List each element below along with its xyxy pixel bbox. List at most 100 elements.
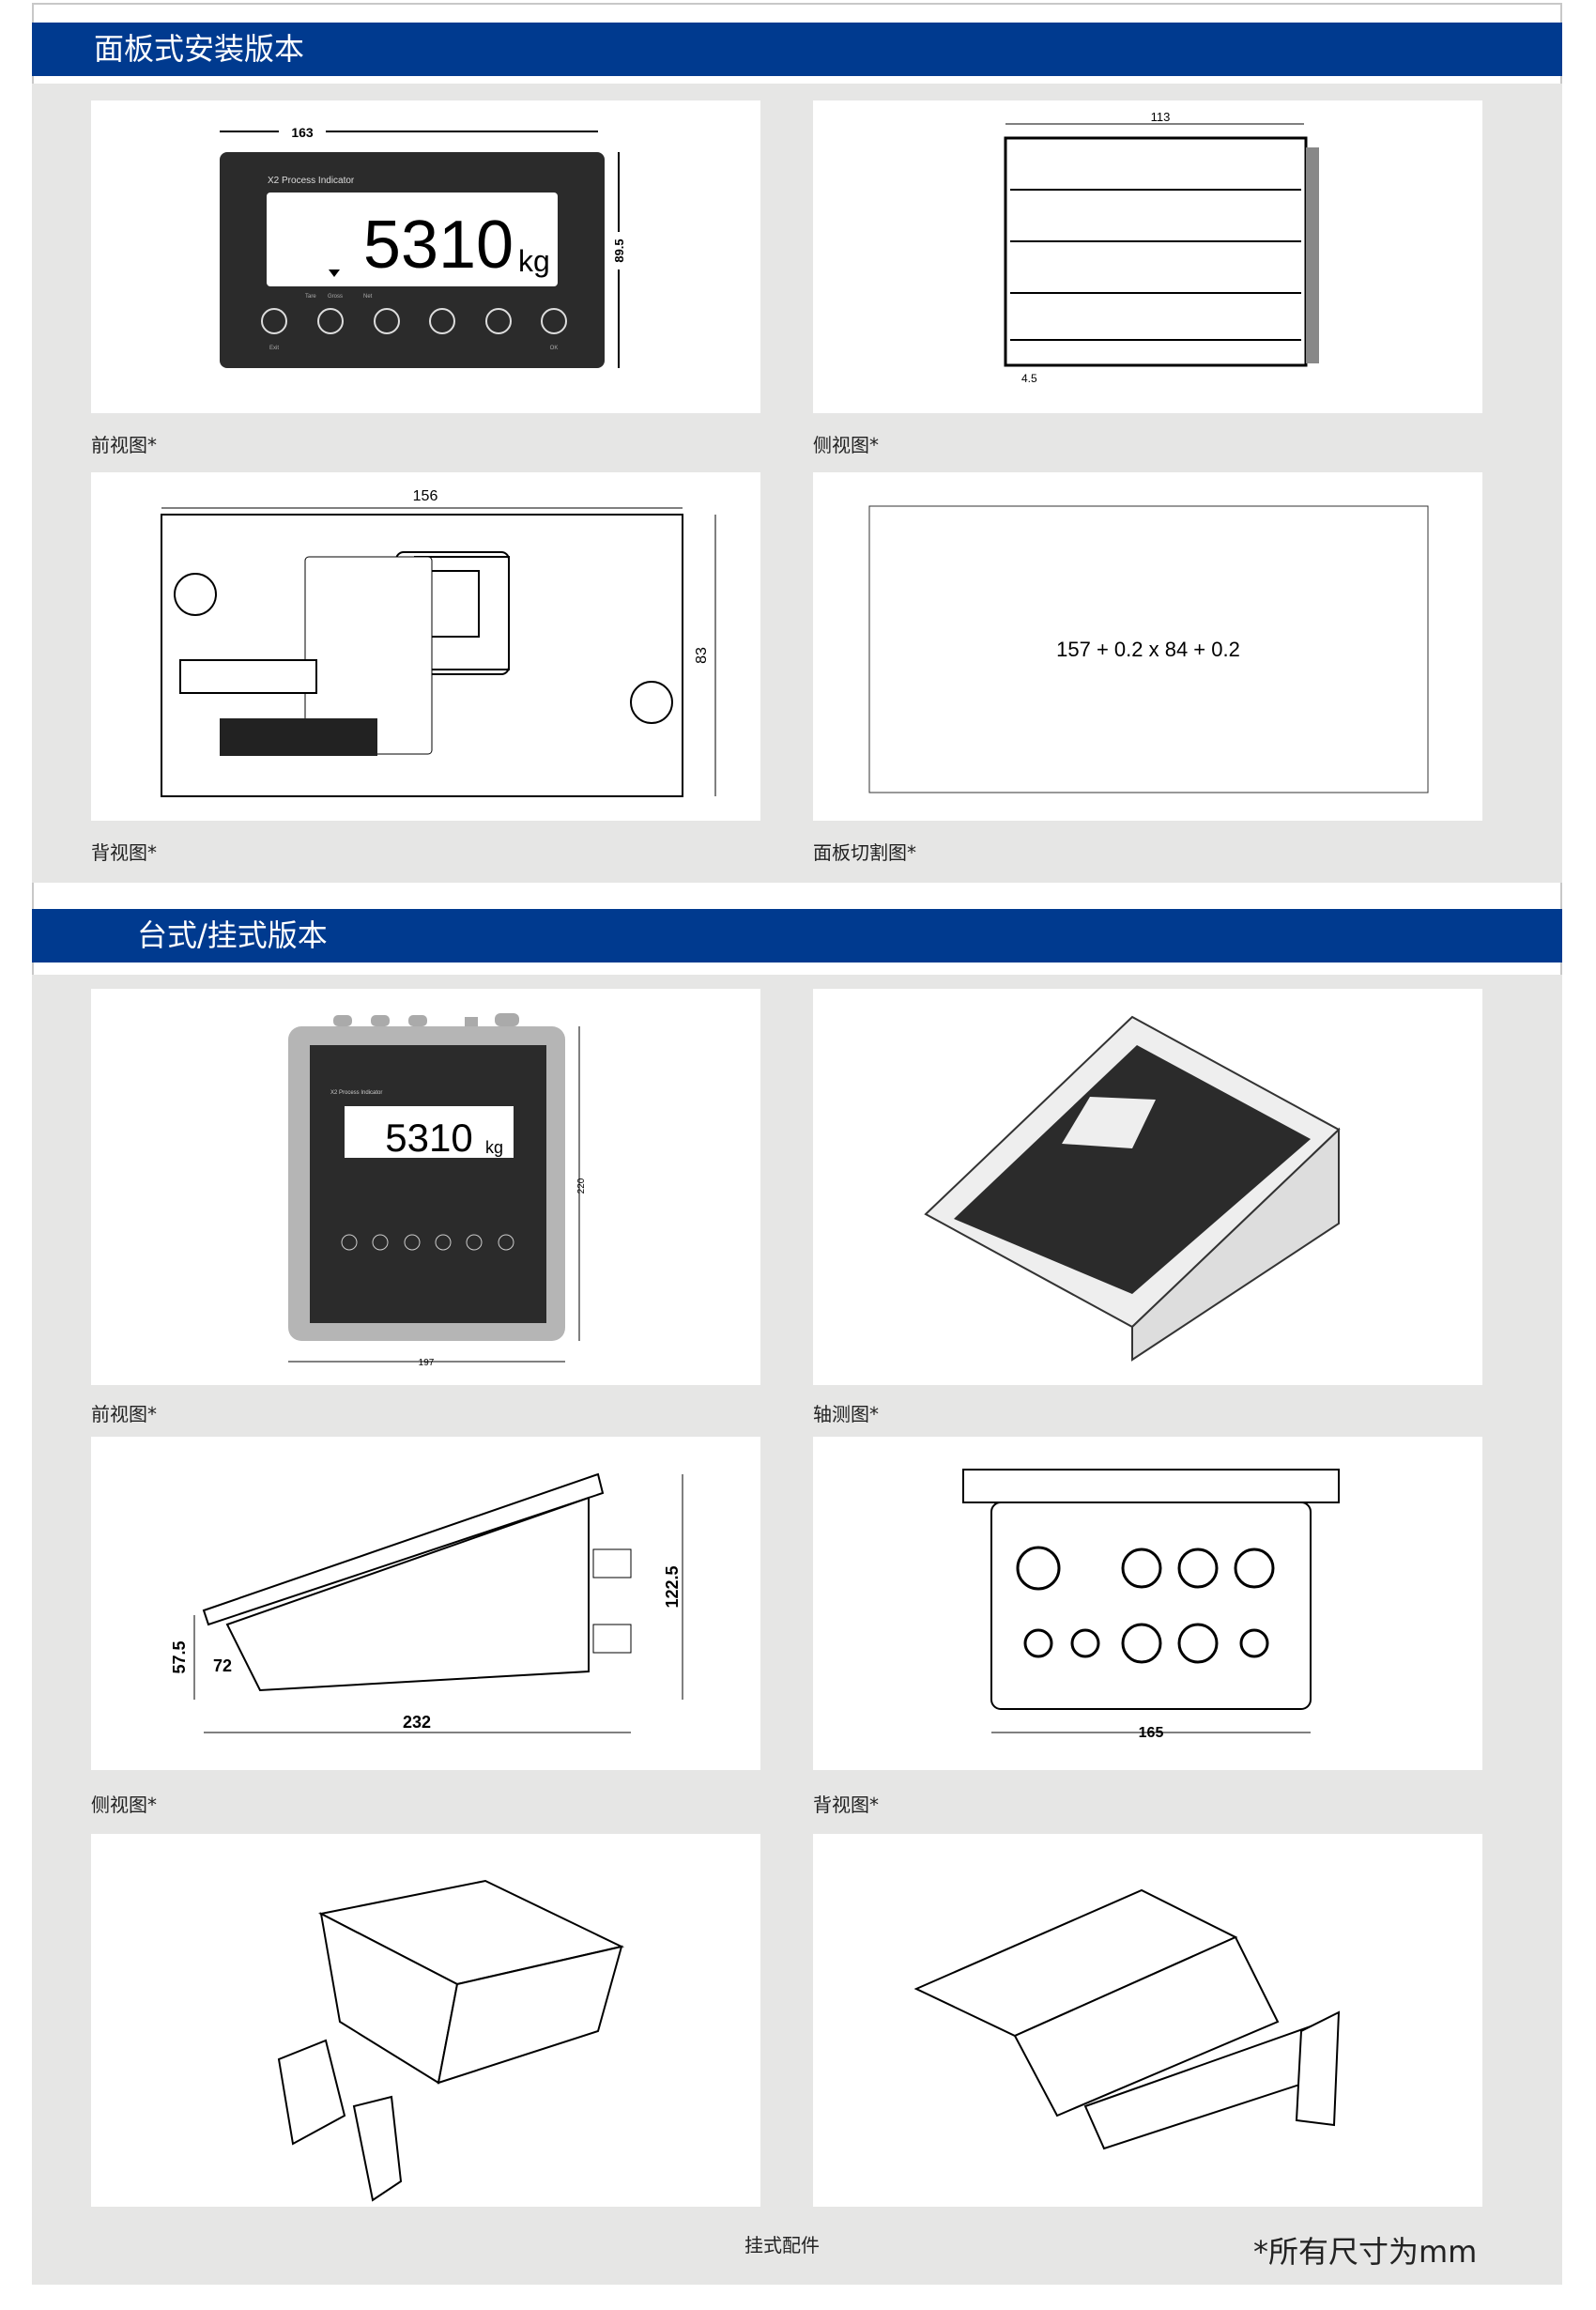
drawing-shape [372, 1234, 389, 1251]
display-reading: 5310 [363, 208, 514, 283]
drawing-shape [1016, 1546, 1061, 1591]
dimension-label: 220 [576, 1178, 587, 1194]
drawing-shape [333, 1013, 519, 1026]
drawing-shape [1062, 1097, 1156, 1148]
desk-front-view: X2 Process Indicator 5310 kg 220 197 [91, 989, 760, 1385]
brand-label: X2 Process Indicator [268, 176, 355, 186]
section-header-panel-mount: 面板式安装版本 [32, 23, 1562, 76]
drawing-shape [261, 308, 567, 334]
width-dim: 163 [291, 125, 314, 140]
drawing-shape [954, 1045, 1311, 1294]
caption: 面板切割图* [813, 841, 916, 864]
drawing-shape [592, 1624, 632, 1654]
drawing-shape [592, 1548, 632, 1578]
drawing-shape [465, 1017, 478, 1026]
drawing-shape [317, 308, 344, 334]
caption: 轴测图* [813, 1403, 879, 1425]
drawing-shape [220, 718, 377, 756]
caption: 背视图* [813, 1794, 879, 1816]
drawing-shape [345, 1106, 514, 1158]
drawing-shape [341, 1234, 358, 1251]
dimension-label: OK [550, 346, 559, 351]
dimension-label: 232 [403, 1713, 431, 1732]
caption: 前视图* [91, 1403, 157, 1425]
dimension-label: X2 Process Indicator [330, 1090, 382, 1096]
drawing-shape [1121, 1623, 1162, 1664]
desk-side-view: 57.5 72 232 122.5 [91, 1437, 760, 1770]
dimension-label: kg [485, 1138, 503, 1157]
desk-back-view: 165 [813, 1437, 1482, 1770]
caption: 侧视图* [91, 1794, 157, 1816]
drawing-shape [1010, 189, 1301, 341]
drawing-shape [341, 1234, 514, 1251]
panel-front-view: 163 X2 Process Indicator 5310 kg Tare Gr… [91, 100, 760, 413]
drawing-shape [1004, 136, 1308, 367]
dimension-label: Exit [269, 346, 279, 351]
drawing-shape [310, 1045, 546, 1323]
drawing-shape [404, 1234, 421, 1251]
drawing-shape [962, 1469, 1340, 1503]
drawing-shape [267, 192, 558, 286]
drawing-shape [174, 573, 217, 616]
drawing-shape [437, 1945, 623, 2085]
drawing-shape [990, 1502, 1312, 1710]
dimension-label: 197 [419, 1358, 435, 1368]
dimension-label: 57.5 [170, 1640, 189, 1673]
drawing-shape [1239, 1628, 1269, 1658]
drawing-shape [1121, 1548, 1162, 1589]
panel-back-view: 156 83 [91, 472, 760, 821]
drawing-shape [541, 308, 567, 334]
panel-cutout-view: 157 + 0.2 x 84 + 0.2 [813, 472, 1482, 821]
wall-mount-bracket-view-1 [91, 1834, 760, 2207]
drawing-shape [630, 681, 673, 724]
drawing-shape [408, 1015, 427, 1026]
footnote-units: *所有尺寸为mm [1253, 2234, 1478, 2270]
dimension-label: Net [363, 294, 373, 300]
drawing-shape [1234, 1548, 1275, 1589]
drawing-shape [333, 1015, 352, 1026]
drawing-shape [225, 1496, 590, 1692]
dimension-label: Gross [328, 294, 343, 300]
drawing-shape [435, 1234, 452, 1251]
dimension-label: 156 [413, 488, 438, 504]
drawing-shape [1016, 1546, 1275, 1664]
drawing-shape [1013, 1935, 1280, 2118]
dimension-label: 4.5 [1021, 372, 1037, 385]
drawing-shape [868, 505, 1429, 793]
display-unit: kg [518, 244, 550, 278]
dimension-label: Tare [305, 294, 316, 300]
drawing-shape [261, 308, 287, 334]
dimension-label: 165 [1139, 1725, 1164, 1741]
drawing-shape [429, 308, 455, 334]
height-dim: 89.5 [612, 239, 626, 262]
drawing-shape [374, 308, 400, 334]
section-header-desk-wall: 台式/挂式版本 [32, 909, 1562, 962]
drawing-shape [466, 1234, 483, 1251]
caption-accessory: 挂式配件 [744, 2234, 820, 2256]
caption: 前视图* [91, 434, 157, 456]
dimension-label: 113 [1151, 110, 1171, 124]
drawing-shape [495, 1013, 519, 1026]
drawing-shape [1177, 1548, 1219, 1589]
caption: 背视图* [91, 841, 157, 864]
drawing-shape [498, 1234, 514, 1251]
desk-isometric-view [813, 989, 1482, 1385]
drawing-shape [202, 1472, 605, 1626]
drawing-shape [1070, 1628, 1100, 1658]
dimension-label: 83 [694, 647, 710, 664]
drawing-shape [371, 1015, 390, 1026]
drawing-shape [279, 121, 326, 140]
drawing-shape [329, 270, 340, 277]
drawing-shape [609, 232, 628, 270]
caption: 侧视图* [813, 434, 879, 456]
drawing-shape [1295, 2010, 1341, 2127]
drawing-shape [1306, 147, 1319, 363]
dimension-label: 122.5 [663, 1565, 682, 1608]
drawing-shape [1023, 1628, 1053, 1658]
cutout-size: 157 + 0.2 x 84 + 0.2 [1056, 638, 1240, 661]
dimension-label: 5310 [385, 1116, 472, 1160]
dimension-label: 72 [213, 1656, 232, 1675]
drawing-shape [1131, 1127, 1340, 1362]
drawing-shape [277, 2039, 346, 2146]
drawing-shape [1177, 1623, 1219, 1664]
